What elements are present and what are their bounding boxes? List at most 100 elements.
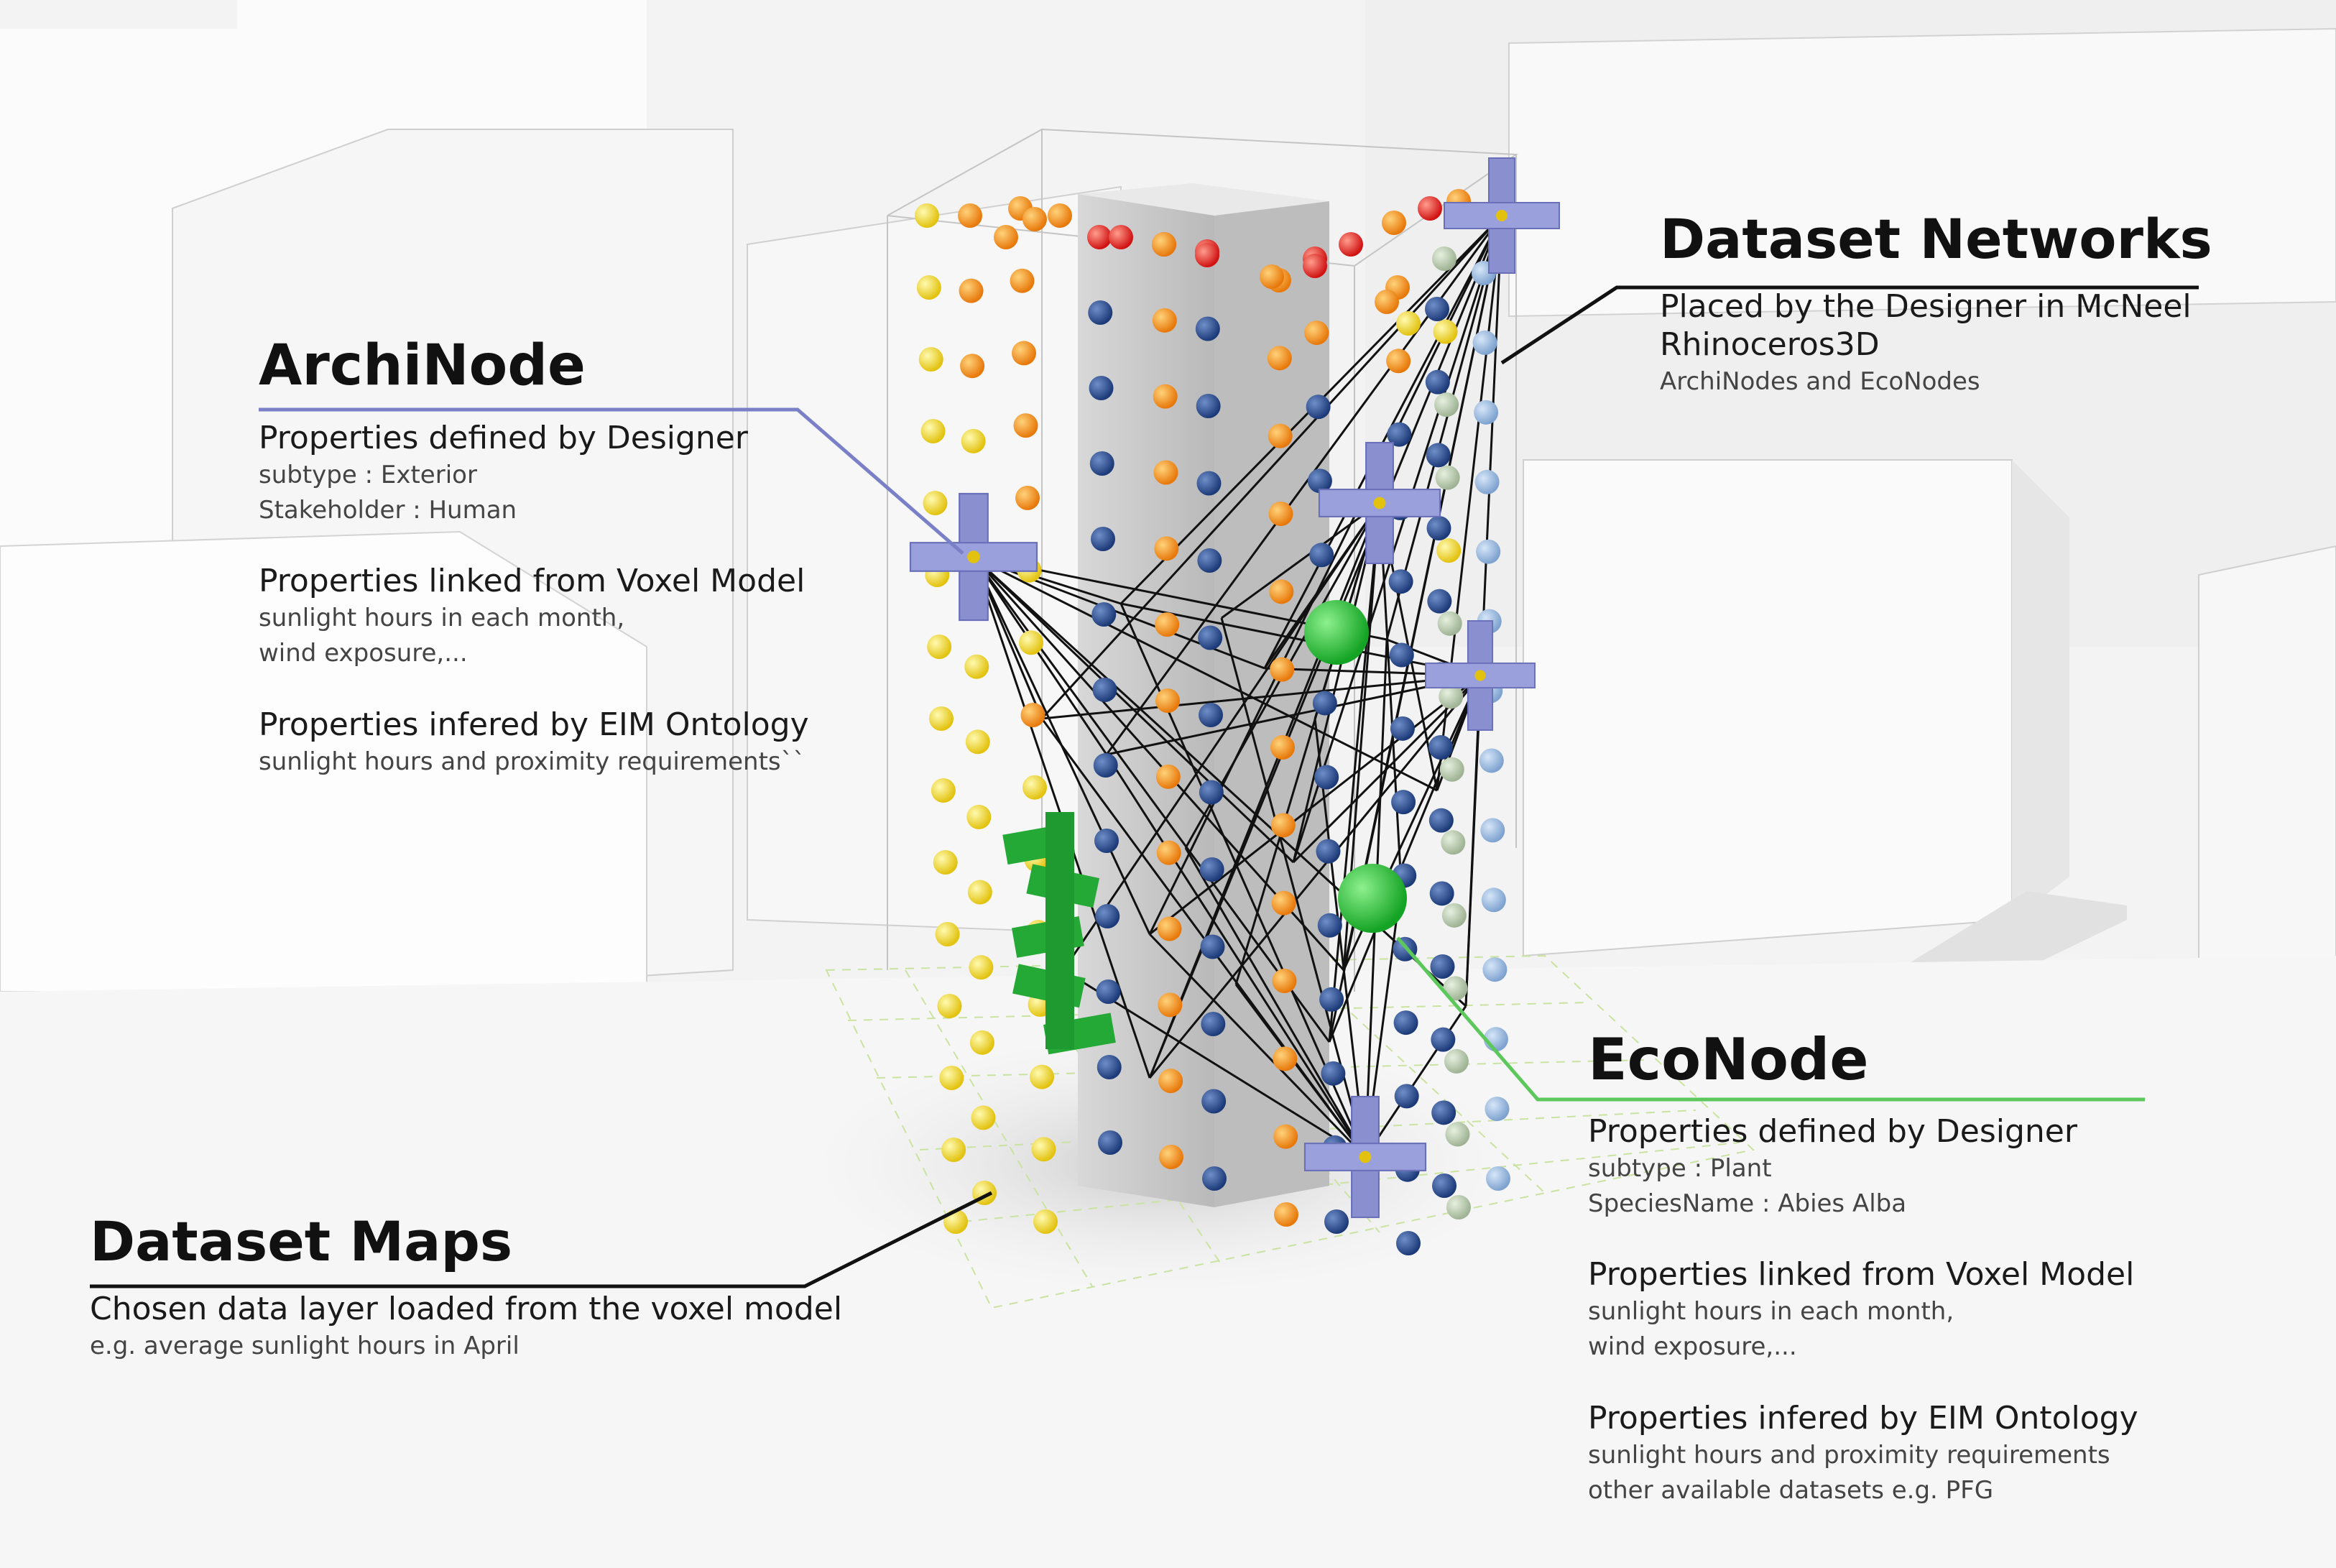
network-line-29 <box>1328 502 1381 1043</box>
voxel-sphere-138 <box>916 275 941 300</box>
archinode-core-0 <box>967 550 980 563</box>
voxel-sphere-46 <box>1154 536 1179 561</box>
dataset-maps-label: Dataset Maps Chosen data layer loaded fr… <box>90 1214 842 1364</box>
voxel-sphere-126 <box>1474 469 1500 494</box>
network-line-31 <box>1148 502 1381 1079</box>
voxel-sphere-161 <box>1430 954 1455 979</box>
econode-plant-marker <box>1002 812 1116 1055</box>
voxel-sphere-147 <box>935 922 960 946</box>
voxel-sphere-153 <box>1425 369 1450 395</box>
voxel-sphere-144 <box>929 706 954 731</box>
voxel-sphere-64 <box>1200 934 1225 959</box>
voxel-sphere-141 <box>923 491 948 515</box>
network-line-32 <box>1062 502 1381 971</box>
voxel-sphere-8 <box>966 804 992 829</box>
voxel-sphere-130 <box>1479 748 1504 773</box>
voxel-sphere-96 <box>1386 349 1411 374</box>
archinode-marker-0 <box>909 492 1038 622</box>
voxel-sphere-148 <box>937 994 962 1018</box>
dataset-maps-title: Dataset Maps <box>90 1209 513 1273</box>
econode-group-2-line-1: sunlight hours in each month, <box>1588 1297 1954 1327</box>
voxel-sphere-3 <box>961 428 986 453</box>
voxel-sphere-139 <box>918 347 943 372</box>
voxel-sphere-60 <box>1198 625 1223 650</box>
voxel-sphere-76 <box>1271 890 1296 916</box>
voxel-sphere-121 <box>1445 1122 1470 1147</box>
voxel-sphere-91 <box>1319 987 1344 1012</box>
voxel-sphere-16 <box>1012 341 1036 366</box>
voxel-sphere-146 <box>933 850 958 875</box>
econode-group-3-heading: Properties infered by EIM Ontology <box>1588 1399 2138 1436</box>
archinode-title: ArchiNode <box>259 333 586 398</box>
voxel-sphere-87 <box>1312 691 1337 716</box>
voxel-sphere-69 <box>1267 346 1292 371</box>
econode-group-3-line-2: other available datasets e.g. PFG <box>1588 1475 1994 1505</box>
voxel-sphere-133 <box>1482 957 1508 982</box>
voxel-sphere-45 <box>1153 460 1178 485</box>
voxel-sphere-155 <box>1426 516 1451 540</box>
voxel-sphere-112 <box>1435 465 1460 490</box>
voxel-sphere-37 <box>1094 829 1119 853</box>
voxel-sphere-15 <box>1010 268 1035 293</box>
voxel-sphere-66 <box>1201 1089 1227 1114</box>
econode-sphere-2 <box>1338 864 1407 933</box>
voxel-sphere-156 <box>1427 589 1452 614</box>
voxel-sphere-94 <box>1324 1209 1349 1234</box>
voxel-sphere-106 <box>1394 1084 1419 1109</box>
network-line-18 <box>1385 215 1503 640</box>
voxel-sphere-57 <box>1196 394 1221 418</box>
voxel-sphere-21 <box>1020 703 1045 727</box>
voxel-sphere-178 <box>1396 311 1421 336</box>
voxel-sphere-135 <box>1485 1097 1510 1122</box>
voxel-sphere-35 <box>1092 678 1117 702</box>
voxel-sphere-111 <box>1434 392 1459 418</box>
network-line-51 <box>1184 847 1367 1158</box>
archinode-group-1-heading: Properties defined by Designer <box>259 420 748 456</box>
voxel-sphere-31 <box>1089 376 1114 400</box>
voxel-sphere-165 <box>994 225 1018 249</box>
voxel-sphere-122 <box>1446 1195 1471 1219</box>
voxel-sphere-132 <box>1481 887 1506 913</box>
voxel-sphere-47 <box>1155 612 1180 637</box>
voxel-sphere-131 <box>1480 818 1505 843</box>
voxel-sphere-53 <box>1158 1069 1183 1094</box>
econode-stem <box>1045 812 1074 1049</box>
voxel-sphere-163 <box>1431 1100 1456 1125</box>
econode-group-3-line-1: sunlight hours and proximity requirement… <box>1588 1440 2110 1470</box>
voxel-sphere-18 <box>1015 485 1040 510</box>
voxel-sphere-143 <box>927 635 952 659</box>
voxel-sphere-17 <box>1013 413 1038 438</box>
voxel-sphere-73 <box>1270 657 1295 682</box>
archinode-group-2-line-1: sunlight hours in each month, <box>259 604 625 633</box>
voxel-sphere-113 <box>1436 538 1462 563</box>
voxel-sphere-32 <box>1089 451 1114 476</box>
voxel-sphere-74 <box>1270 735 1295 760</box>
voxel-sphere-12 <box>971 1105 996 1130</box>
econode-title: EcoNode <box>1588 1026 1869 1093</box>
voxel-sphere-114 <box>1437 611 1462 636</box>
voxel-sphere-40 <box>1097 1055 1122 1079</box>
voxel-sphere-175 <box>1418 196 1442 221</box>
network-line-41 <box>1328 675 1482 1043</box>
voxel-sphere-62 <box>1199 780 1224 805</box>
dataset-maps-heading: Chosen data layer loaded from the voxel … <box>90 1291 843 1327</box>
voxel-sphere-119 <box>1443 976 1468 1001</box>
voxel-sphere-51 <box>1157 916 1182 941</box>
voxel-sphere-82 <box>1304 320 1329 346</box>
dataset-networks-heading: Placed by the Designer in McNeel <box>1660 288 2192 325</box>
voxel-sphere-137 <box>915 203 939 228</box>
econode-label: EcoNode Properties defined by Designer s… <box>1588 1031 2138 1508</box>
voxel-sphere-9 <box>967 880 992 905</box>
voxel-sphere-120 <box>1444 1048 1469 1074</box>
voxel-sphere-39 <box>1096 979 1121 1004</box>
voxel-sphere-136 <box>1486 1166 1510 1191</box>
voxel-sphere-2 <box>960 354 985 379</box>
voxel-sphere-92 <box>1321 1061 1346 1086</box>
voxel-sphere-80 <box>1274 1202 1298 1227</box>
voxel-sphere-29 <box>1087 225 1112 249</box>
voxel-sphere-59 <box>1197 548 1222 573</box>
archinode-markers <box>909 157 1560 1219</box>
network-line-20 <box>1040 214 1503 720</box>
econode-group-1-heading: Properties defined by Designer <box>1588 1113 2077 1150</box>
